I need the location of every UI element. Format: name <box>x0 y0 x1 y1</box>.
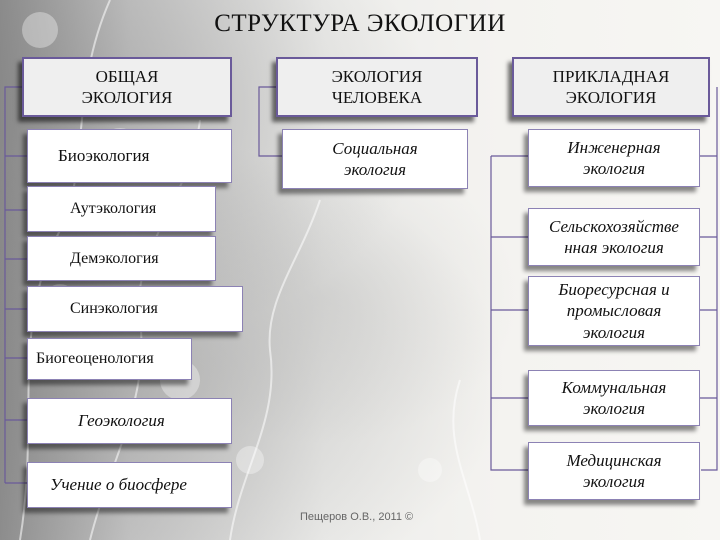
applied-item-engineering: Инженерная экология <box>528 129 700 187</box>
human-item-social-ecology: Социальная экология <box>282 129 468 189</box>
copyright-footer: Пещеров О.В., 2011 © <box>300 511 414 523</box>
general-item-autecology: Аутэкология <box>27 186 216 232</box>
applied-item-agricultural: Сельскохозяйстве нная экология <box>528 208 700 266</box>
general-item-bioecology: Биоэкология <box>27 129 232 183</box>
general-item-geoecology: Геоэкология <box>27 398 232 444</box>
human-ecology-header: ЭКОЛОГИЯ ЧЕЛОВЕКА <box>276 57 478 117</box>
applied-ecology-header: ПРИКЛАДНАЯ ЭКОЛОГИЯ <box>512 57 710 117</box>
general-item-synecology: Синэкология <box>27 286 243 332</box>
applied-item-medical: Медицинская экология <box>528 442 700 500</box>
page-title: СТРУКТУРА ЭКОЛОГИИ <box>214 10 506 37</box>
applied-item-communal: Коммунальная экология <box>528 370 700 426</box>
general-item-demecology: Демэкология <box>27 236 216 281</box>
general-item-biogeocenology: Биогеоценология <box>27 338 192 380</box>
applied-item-bioresource: Биоресурсная и промысловая экология <box>528 276 700 346</box>
general-item-biosphere-doctrine: Учение о биосфере <box>27 462 232 508</box>
general-ecology-header: ОБЩАЯ ЭКОЛОГИЯ <box>22 57 232 117</box>
